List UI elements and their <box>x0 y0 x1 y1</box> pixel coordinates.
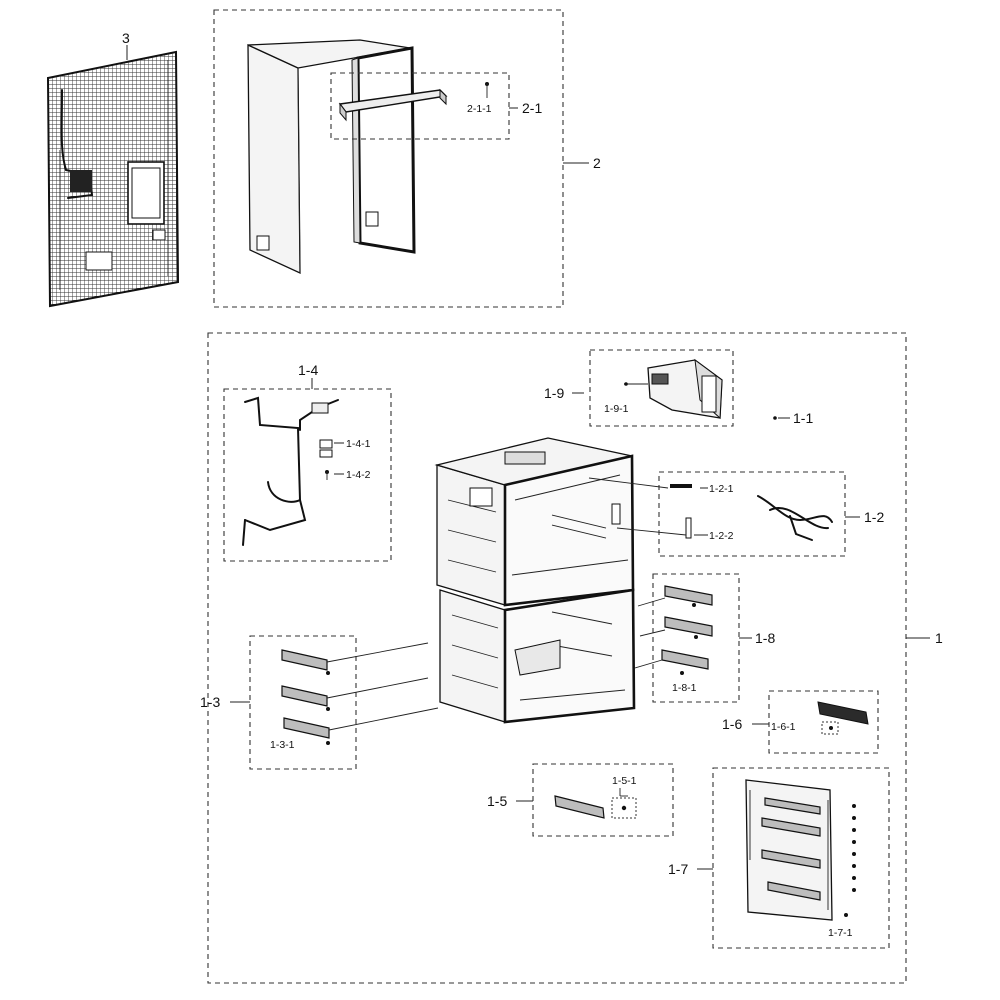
group-2-1-box <box>330 72 510 140</box>
callout-1-5-1: 1-5-1 <box>612 775 637 787</box>
callout-1: 1 <box>935 630 943 646</box>
callout-1-8: 1-8 <box>755 630 775 646</box>
leader-1-8-c <box>634 659 663 669</box>
part-1-8-rails <box>661 585 713 675</box>
group-1-3-box <box>249 635 357 770</box>
part-1-9-module <box>624 358 723 420</box>
part-2-doors <box>247 39 416 275</box>
part-1-4-tubing <box>242 396 339 546</box>
group-1-box <box>207 332 907 984</box>
callout-1-7-1: 1-7-1 <box>828 927 853 939</box>
callout-1-7: 1-7 <box>668 861 688 877</box>
part-1-7-door-liner <box>745 779 856 921</box>
leader-1-2-1-to-cabinet <box>588 477 669 489</box>
group-1-7-box <box>712 767 890 949</box>
callout-1-4-2: 1-4-2 <box>346 469 371 481</box>
callout-1-3-1: 1-3-1 <box>270 739 295 751</box>
callout-2-1-1: 2-1-1 <box>467 103 492 115</box>
leader-1-2-2-to-cabinet <box>616 527 687 536</box>
callout-1-3: 1-3 <box>200 694 220 710</box>
part-1-7-screws <box>844 804 856 917</box>
callout-2: 2 <box>593 155 601 171</box>
part-2-1-bracket <box>338 82 489 122</box>
callout-1-2-1: 1-2-1 <box>709 483 734 495</box>
group-1-9-box <box>589 349 734 427</box>
callout-1-4: 1-4 <box>298 362 318 378</box>
part-1-1-screw <box>773 416 777 420</box>
leader-1-8-a <box>637 597 666 607</box>
callout-1-5: 1-5 <box>487 793 507 809</box>
leader-1-8-b <box>639 629 666 637</box>
callout-2-1: 2-1 <box>522 100 542 116</box>
group-1-2-box <box>658 471 846 557</box>
callout-1-1: 1-1 <box>793 410 813 426</box>
part-1-2-wire-harness <box>670 484 833 541</box>
group-1-6-box <box>768 690 879 754</box>
part-1-cabinet <box>434 437 636 724</box>
leader-1-3-a <box>326 642 429 663</box>
leader-1-3-c <box>328 707 439 731</box>
callout-1-2: 1-2 <box>864 509 884 525</box>
callout-1-2-2: 1-2-2 <box>709 530 734 542</box>
group-1-4-box <box>223 388 392 562</box>
callout-1-8-1: 1-8-1 <box>672 682 697 694</box>
callout-1-6: 1-6 <box>722 716 742 732</box>
group-1-8-box <box>652 573 740 703</box>
callout-1-6-1: 1-6-1 <box>771 721 796 733</box>
callout-3: 3 <box>122 30 130 46</box>
part-3-back-panel <box>46 50 180 308</box>
callout-1-9-1: 1-9-1 <box>604 403 629 415</box>
callout-1-9: 1-9 <box>544 385 564 401</box>
leader-1-3-b <box>326 677 429 699</box>
part-1-6-rail <box>817 701 869 735</box>
part-1-3-rails <box>281 649 330 745</box>
callout-1-4-1: 1-4-1 <box>346 438 371 450</box>
part-1-5-rail <box>554 788 637 819</box>
group-2-box <box>213 9 564 308</box>
group-1-5-box <box>532 763 674 837</box>
